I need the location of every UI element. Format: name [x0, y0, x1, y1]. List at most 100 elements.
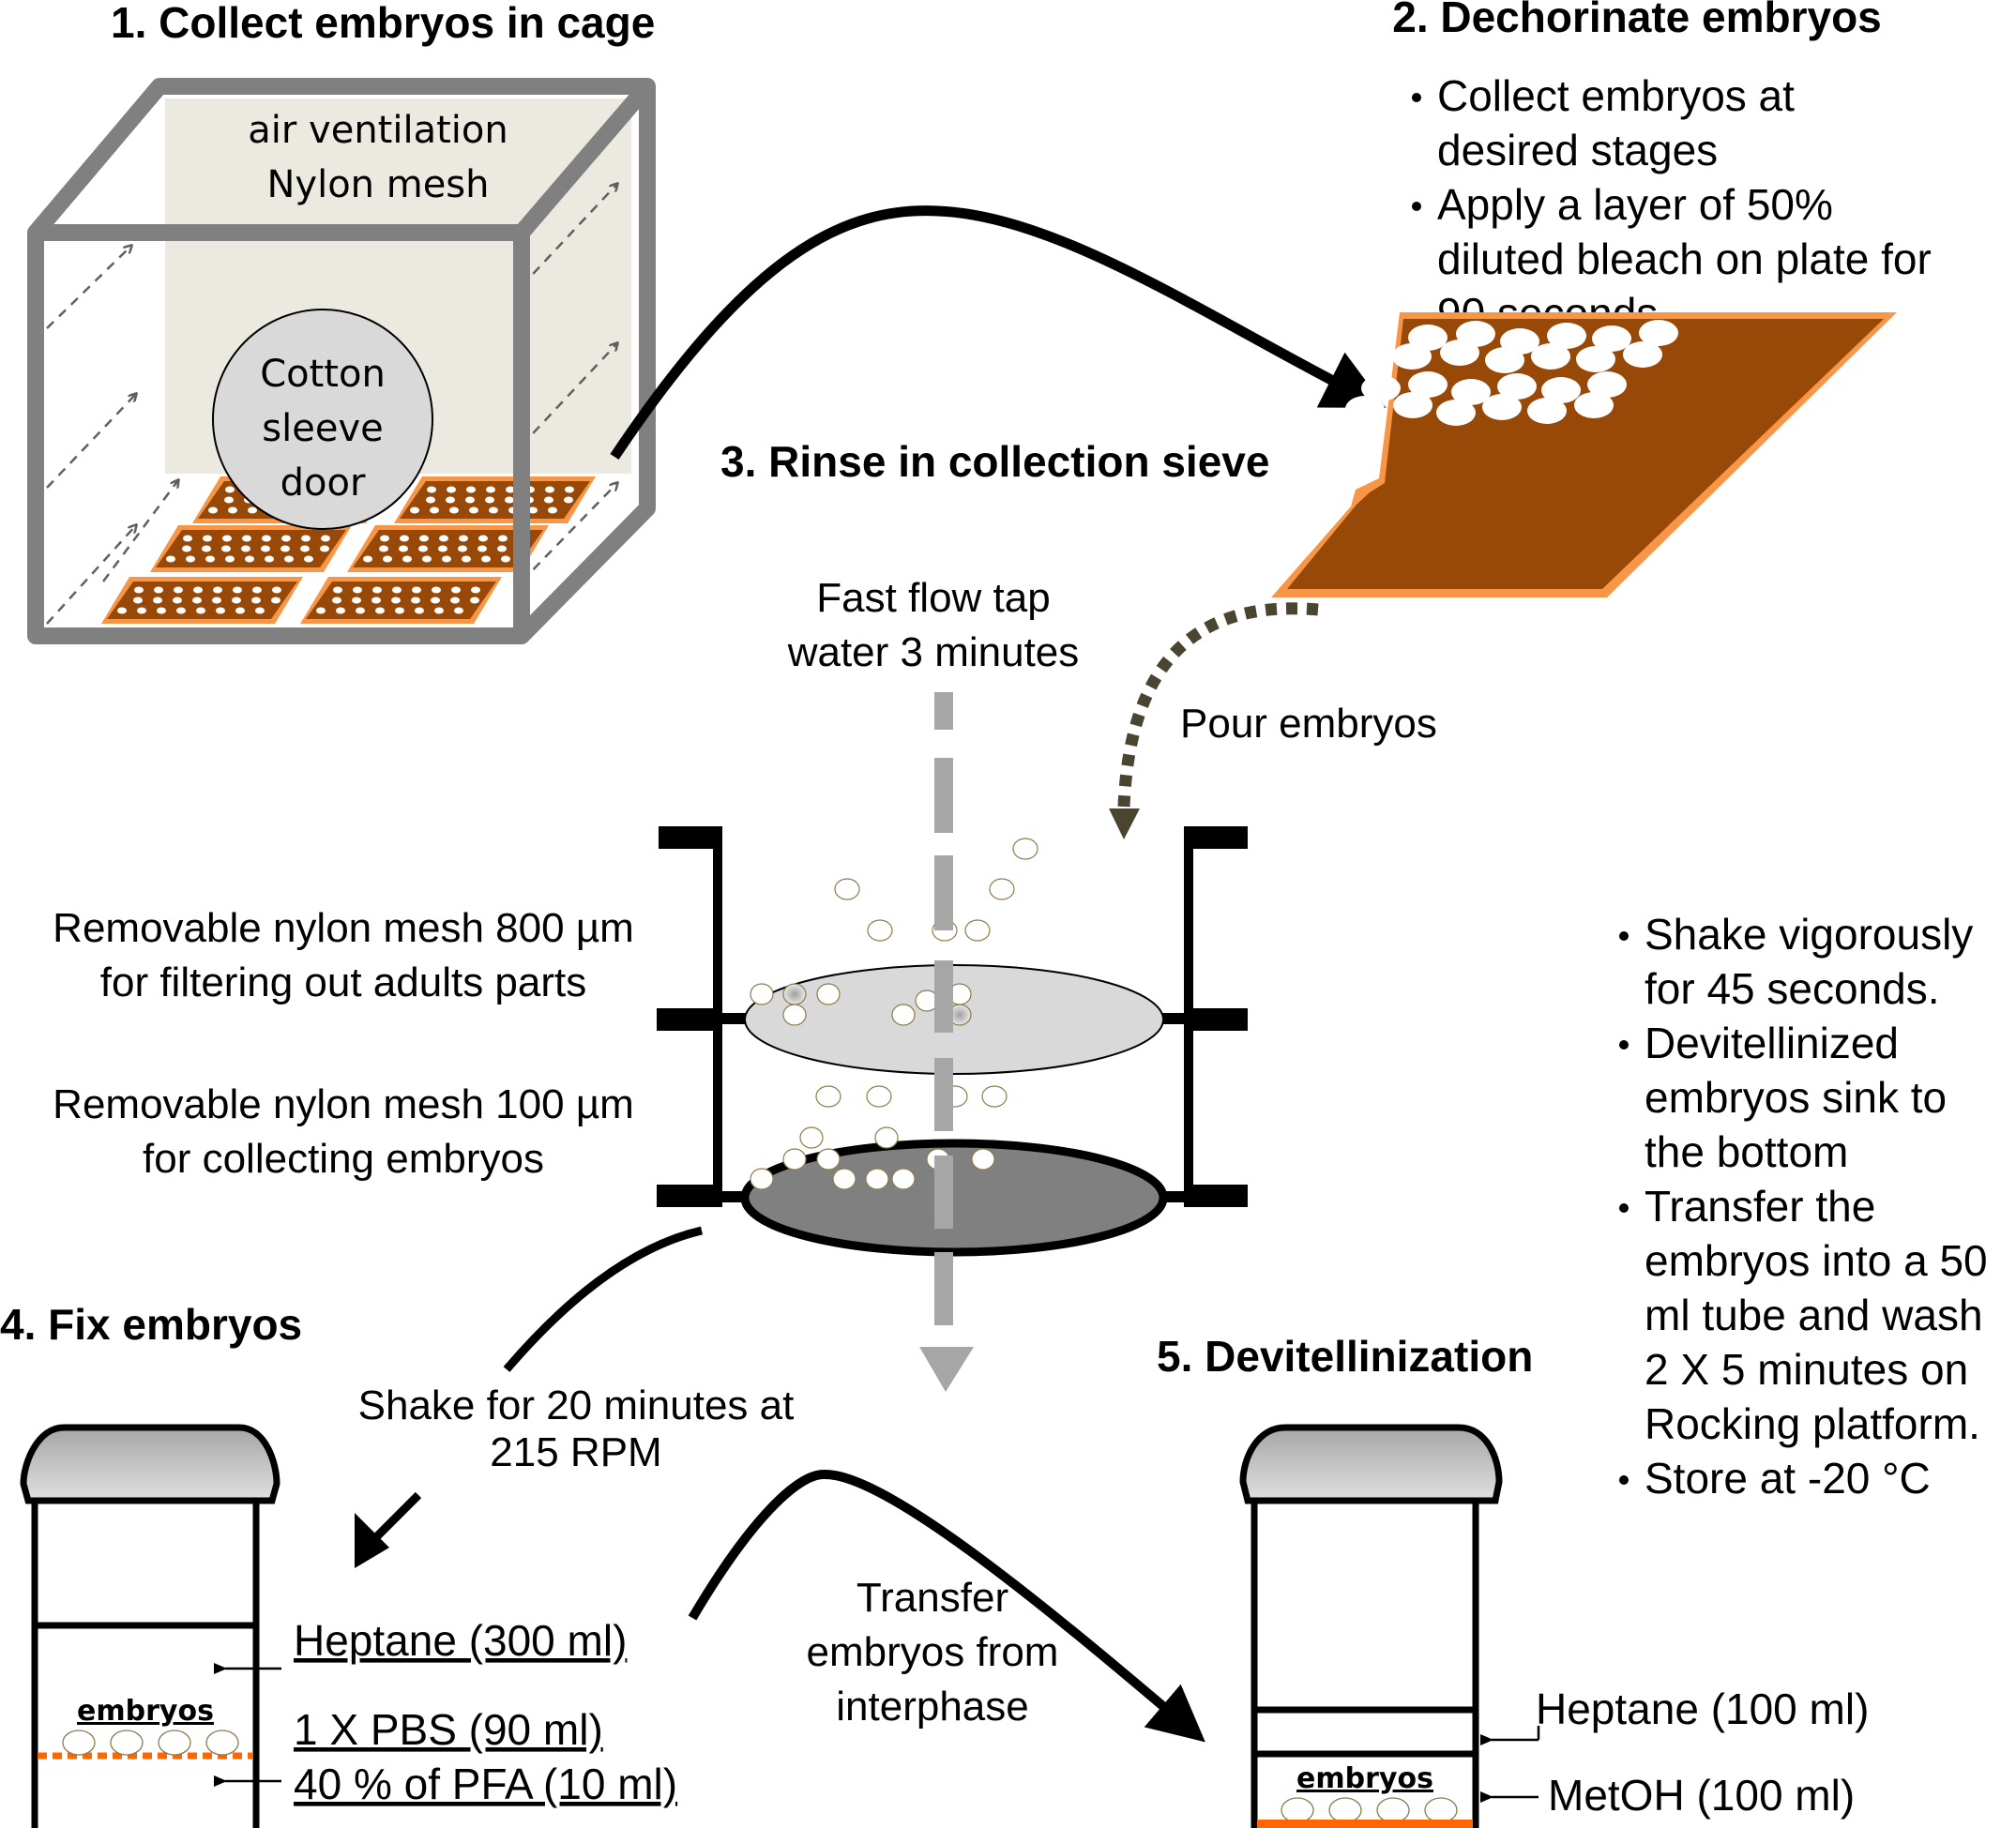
embryo-dot	[451, 586, 461, 594]
embryo	[1527, 398, 1567, 424]
step5-bullet-2-line-1: embryos into a 50	[1645, 1236, 1988, 1285]
falling-embryo	[866, 1085, 892, 1108]
embryo-dot	[208, 506, 218, 514]
embryo-dot	[418, 545, 428, 552]
embryo-dot	[262, 535, 271, 542]
falling-embryo	[815, 1085, 841, 1108]
embryo-dot	[400, 535, 409, 542]
airflow-arrow	[521, 343, 617, 446]
embryo	[1541, 377, 1581, 403]
embryo-dot	[505, 496, 514, 504]
collected-embryo	[832, 1168, 856, 1190]
embryo-dot	[224, 496, 234, 504]
embryo	[1440, 340, 1479, 366]
embryo-dot	[545, 486, 554, 493]
embryos-label: embryos	[1296, 1762, 1433, 1795]
pour-arrowhead	[1109, 808, 1140, 839]
embryo-dot	[383, 555, 392, 563]
transfer-label-line2: embryos from	[807, 1629, 1059, 1675]
embryo-on-mesh	[782, 1004, 807, 1026]
embryo-dot	[280, 545, 290, 552]
embryo	[1547, 323, 1586, 349]
embryo-dot	[212, 597, 221, 604]
cage-frame	[27, 78, 656, 644]
step2-bullet-1-line-1: diluted bleach on plate for	[1437, 234, 1932, 283]
embryo-dot	[222, 535, 232, 542]
side-mesh-panel	[522, 103, 629, 474]
step2-bullet-0-line-0: Collect embryos at	[1437, 71, 1795, 120]
airflow-arrows	[46, 184, 617, 625]
embryo-dot	[174, 586, 183, 594]
step5-bullet-2-line-0: Transfer the	[1645, 1182, 1875, 1231]
airflow-arrow	[101, 480, 178, 582]
embryo-dot	[471, 586, 480, 594]
embryo	[1424, 1797, 1458, 1823]
embryo-dot	[465, 496, 475, 504]
collected-embryo	[865, 1168, 889, 1190]
embryo-dot	[332, 597, 341, 604]
embryo	[1576, 346, 1615, 372]
bullet-icon	[1619, 1475, 1629, 1485]
falling-embryo	[964, 919, 991, 942]
collected-embryo	[891, 1168, 916, 1190]
embryo-dot	[333, 586, 342, 594]
embryo-dot	[391, 597, 401, 604]
embryo-on-mesh	[816, 983, 841, 1005]
embryo-dot	[449, 506, 459, 514]
embryo	[158, 1730, 191, 1756]
embryo	[1639, 320, 1678, 346]
water-label-line2: water 3 minutes	[787, 629, 1080, 675]
embryo-dot	[497, 545, 507, 552]
collected-embryo	[971, 1148, 995, 1171]
embryo-dot	[300, 545, 310, 552]
step5-title: 5. Devitellinization	[1157, 1332, 1533, 1381]
embryo-dot	[205, 555, 215, 563]
embryo-dot	[228, 506, 237, 514]
step5-bullet-3-line-0: Store at -20 °C	[1645, 1454, 1931, 1503]
embryos-label: embryos	[77, 1695, 214, 1728]
embryo-dot	[252, 586, 262, 594]
embryo-dot	[176, 607, 186, 614]
embryo-dot	[183, 535, 192, 542]
embryo	[1328, 1797, 1362, 1823]
embryo	[1393, 392, 1432, 418]
step2-title: 2. Dechorinate embryos	[1392, 0, 1882, 41]
embryo-dot	[478, 535, 488, 542]
collected-embryo	[750, 1168, 774, 1190]
cage-top-edges	[29, 78, 656, 238]
embryo-dot	[251, 597, 261, 604]
embryo-dot	[301, 535, 311, 542]
step5-bullet-1-line-0: Devitellinized	[1645, 1019, 1899, 1067]
embryo-dot	[304, 555, 313, 563]
embryo-dot	[192, 597, 202, 604]
embryo-dot	[380, 535, 389, 542]
mesh-label-line2: Nylon mesh	[266, 163, 489, 206]
embryo-dot	[216, 607, 225, 614]
embryo-dot	[489, 506, 498, 514]
embryo	[1281, 1797, 1314, 1823]
collected-embryo	[874, 1126, 899, 1149]
airflow-arrow	[46, 525, 136, 625]
door-label-line2: sleeve	[262, 407, 383, 450]
embryo-dot	[233, 586, 242, 594]
embryo-dot	[506, 486, 515, 493]
embryo-on-mesh	[750, 983, 774, 1005]
devitellinization-tube: embryos	[1239, 1424, 1503, 1828]
embryo-dot	[469, 506, 478, 514]
step1-title: 1. Collect embryos in cage	[111, 0, 655, 47]
collected-embryo	[782, 1148, 807, 1171]
mesh100-label-line1: Removable nylon mesh 100 µm	[53, 1081, 634, 1127]
embryo-dot	[271, 597, 280, 604]
embryo-on-mesh	[891, 1004, 916, 1026]
mesh800-label-line2: for filtering out adults parts	[100, 959, 586, 1005]
step5-bullet-1-line-1: embryos sink to	[1645, 1073, 1947, 1122]
embryo-dot	[459, 535, 468, 542]
embryo-dot	[422, 555, 432, 563]
embryo-dot	[321, 535, 330, 542]
step5-bullet-2-line-3: 2 X 5 minutes on	[1645, 1345, 1968, 1394]
collection-sieve	[657, 692, 1248, 1392]
embryo-dot	[154, 586, 163, 594]
transfer-label-line3: interphase	[836, 1684, 1028, 1730]
embryo-dot	[248, 506, 257, 514]
